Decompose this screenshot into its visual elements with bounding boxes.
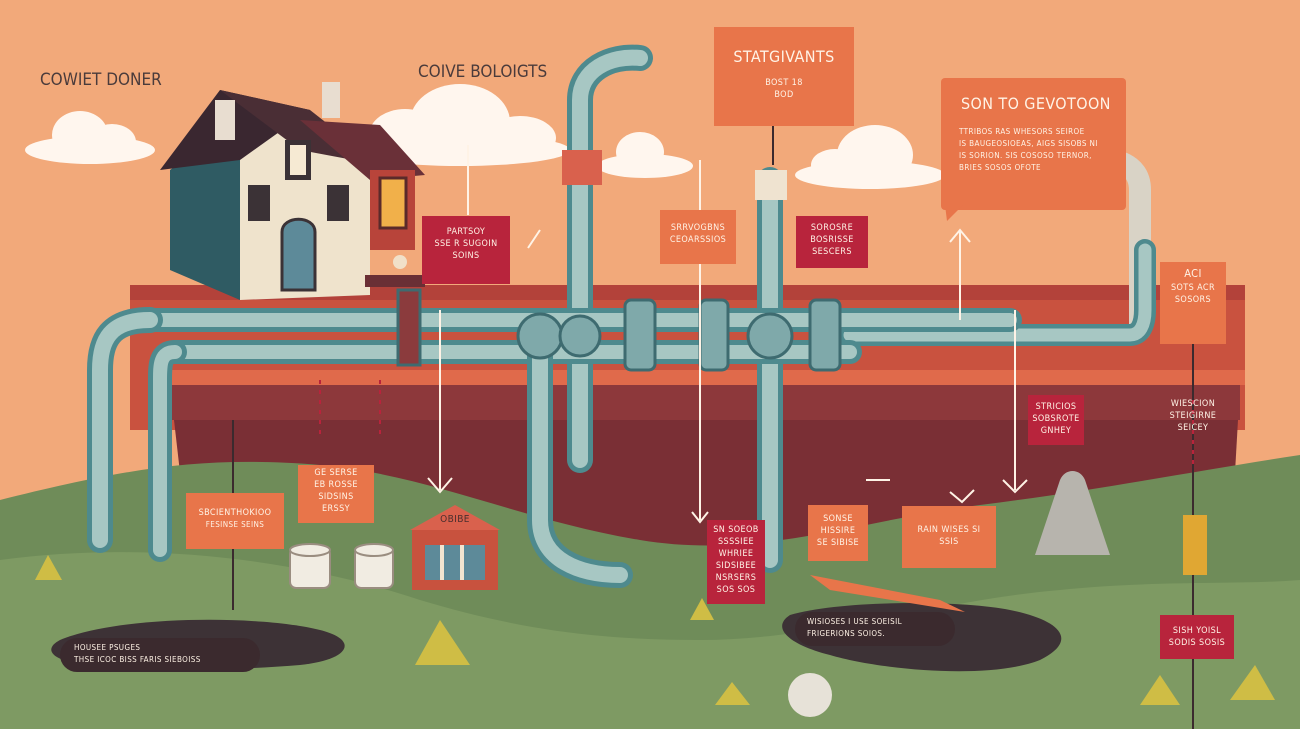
triangles bbox=[35, 555, 1275, 705]
callout-tail bbox=[945, 205, 963, 221]
label-line: SSE R SUGOIN bbox=[434, 239, 498, 249]
label-line: NSRSERS bbox=[715, 573, 757, 583]
leader-lines bbox=[427, 145, 1028, 524]
label-line: RAIN WISES SI bbox=[917, 525, 981, 535]
label-line: WIESCION bbox=[1170, 399, 1216, 409]
callout-line-4: BRIES SOSOS OFOTE bbox=[959, 163, 1041, 172]
label-line: SOTS ACR bbox=[1170, 283, 1216, 293]
label-line: SRRVOGBNS bbox=[670, 223, 726, 233]
pill-right: WISIOSES I USE SOEISIL FRIGERIONS SOIOS. bbox=[795, 612, 955, 646]
label-line: SN SOEOB bbox=[713, 525, 759, 535]
label-line: FESINSE SEINS bbox=[205, 520, 265, 529]
label-line: FRIGERIONS SOIOS. bbox=[807, 629, 886, 638]
label-tall-red: SN SOEOB SSSSIEE WHRIEE SIDSIBEE NSRSERS… bbox=[707, 520, 765, 604]
label-line: HISSIRE bbox=[820, 526, 856, 536]
label-line: THSE ICOC BISS FARIS SIEBOISS bbox=[74, 655, 201, 664]
label-line: GNHEY bbox=[1040, 426, 1072, 436]
label-line: STEIGIRNE bbox=[1169, 411, 1217, 421]
label-line: SOS SOS bbox=[716, 585, 756, 595]
valves bbox=[396, 288, 842, 372]
shed-sign: OBIBE bbox=[440, 514, 470, 525]
label-left-card: SBCIENTHOKIOO FESINSE SEINS bbox=[186, 493, 284, 549]
label-line: SE SIBISE bbox=[816, 538, 860, 548]
label-line: SSIS bbox=[939, 537, 959, 547]
label-red-card-center: SOROSRE BOSRISSE SESCERS bbox=[796, 216, 868, 268]
label-line: ERSSY bbox=[322, 504, 350, 514]
shed bbox=[410, 505, 500, 590]
label-line: PARTSOY bbox=[446, 227, 486, 237]
label-line: WISIOSES I USE SOEISIL bbox=[807, 617, 903, 626]
heading-top-left: COWIET DONER bbox=[40, 70, 162, 90]
cloud-left bbox=[25, 111, 155, 164]
callout-box: SON TO GEVOTOON TTRIBOS RAS WHESORS SEIR… bbox=[941, 78, 1126, 210]
callout-line-1: TTRIBOS RAS WHESORS SEIROE bbox=[959, 127, 1085, 136]
label-line: ACI bbox=[1184, 267, 1202, 280]
label-line: SSSSIEE bbox=[718, 537, 754, 547]
callout-title: SON TO GEVOTOON bbox=[961, 94, 1111, 113]
callout-line-3: IS SORION. SIS COSOSO TERNOR, bbox=[959, 151, 1092, 160]
label-wide-orange: RAIN WISES SI SSIS bbox=[902, 506, 996, 568]
label-line: STRICIOS bbox=[1035, 402, 1077, 412]
label-line: SESCERS bbox=[812, 247, 852, 257]
cloud-mid bbox=[597, 132, 693, 178]
boulder-right bbox=[1035, 471, 1110, 555]
hazard-post bbox=[1183, 515, 1207, 575]
heading-top-center: COIVE BOLOIGTS bbox=[418, 62, 548, 82]
label-line: SEICEY bbox=[1177, 423, 1209, 433]
banner-sub-1: BOST 18 bbox=[765, 78, 803, 88]
pill-left: HOUSEE PSUGES THSE ICOC BISS FARIS SIEBO… bbox=[60, 638, 260, 672]
grass-foreground bbox=[0, 552, 1300, 729]
label-right-small: ACI SOTS ACR SOSORS bbox=[1160, 262, 1226, 344]
label-left-orange: GE SERSE EB ROSSE SIDSINS ERSSY bbox=[298, 465, 374, 523]
label-line: SODIS SOSIS bbox=[1168, 638, 1226, 648]
boulder-bottom bbox=[788, 673, 832, 717]
callout-line-2: IS BAUGEOSIOEAS, AIGS SISOBS NI bbox=[959, 139, 1098, 148]
label-right-small-2: WIESCION STEIGIRNE SEICEY bbox=[1160, 398, 1226, 438]
label-mid-card: SRRVOGBNS CEOARSSIOS bbox=[660, 210, 736, 264]
label-line: SIDSIBEE bbox=[715, 561, 757, 571]
label-line: SOSORS bbox=[1174, 295, 1212, 305]
ramp bbox=[810, 575, 965, 612]
dashed-lines bbox=[319, 380, 1194, 470]
label-line: CEOARSSIOS bbox=[669, 235, 727, 245]
label-red-card-low: STRICIOS SOBSROTE GNHEY bbox=[1028, 395, 1084, 445]
cloud-right bbox=[795, 125, 945, 189]
house bbox=[160, 82, 425, 300]
label-line: SOROSRE bbox=[810, 223, 854, 233]
label-line: HOUSEE PSUGES bbox=[74, 643, 141, 652]
banner-sub-2: BOD bbox=[774, 90, 794, 100]
label-bottom-right: SISH YOISL SODIS SOSIS bbox=[1160, 615, 1234, 659]
label-house-card: PARTSOY SSE R SUGOIN SOINS bbox=[422, 216, 510, 284]
label-line: BOSRISSE bbox=[810, 235, 854, 245]
label-line: EB ROSSE bbox=[314, 480, 358, 490]
label-line: WHRIEE bbox=[718, 549, 754, 559]
label-line: SISH YOISL bbox=[1172, 626, 1222, 636]
underground-highlight bbox=[170, 385, 1240, 420]
buckets bbox=[289, 543, 394, 589]
label-line: SBCIENTHOKIOO bbox=[198, 508, 272, 518]
label-line: SONSE bbox=[823, 514, 853, 524]
label-tiny-orange: SONSE HISSIRE SE SIBISE bbox=[808, 505, 868, 561]
label-line: SOBSROTE bbox=[1032, 414, 1080, 424]
label-line: SIDSINS bbox=[318, 492, 354, 502]
banner-box: STATGIVANTS BOST 18 BOD bbox=[714, 27, 854, 126]
label-line: SOINS bbox=[452, 251, 480, 261]
label-line: GE SERSE bbox=[314, 468, 358, 478]
banner-title: STATGIVANTS bbox=[733, 47, 835, 66]
ground-stripe bbox=[150, 370, 1245, 385]
